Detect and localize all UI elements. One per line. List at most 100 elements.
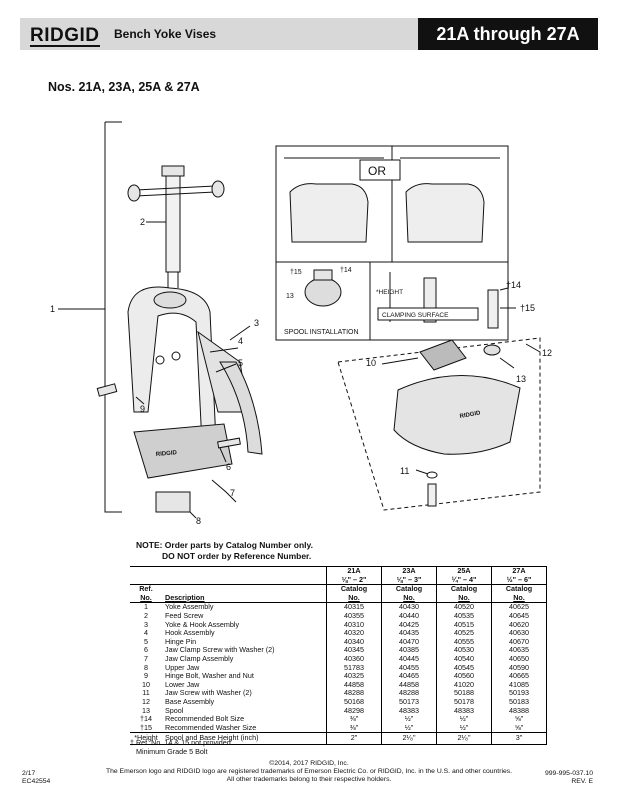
catalog-number: 40340 <box>326 637 382 647</box>
catalog-number: ⅝" <box>491 714 547 724</box>
catalog-number: 48298 <box>326 706 382 716</box>
part-description: Yoke & Hook Assembly <box>165 619 240 629</box>
note-line-1: NOTE: Order parts by Catalog Number only… <box>136 540 313 550</box>
description-header: Description <box>162 584 327 604</box>
footer-legal: ©2014, 2017 RIDGID, Inc. The Emerson log… <box>0 760 618 784</box>
upper-jaw <box>133 423 233 479</box>
footer-part-number: 999-995-037.10 <box>545 770 593 777</box>
hinge-bolt-block <box>155 491 191 513</box>
feed-screw <box>165 171 181 273</box>
part-description: Jaw Screw with Washer (2) <box>165 688 252 698</box>
footnote-line-2: Minimum Grade 5 Bolt <box>136 746 208 756</box>
ref-number: 10 <box>142 679 150 689</box>
catalog-number: 40545 <box>436 663 492 673</box>
catalog-number: 50168 <box>326 697 382 707</box>
catalog-number: 50173 <box>381 697 437 707</box>
note-line-2: DO NOT order by Reference Number. <box>162 551 312 561</box>
product-title: Bench Yoke Vises <box>114 27 217 41</box>
catalog-number: 40555 <box>436 637 492 647</box>
catalog-number: 50193 <box>491 689 547 698</box>
catalog-number: 40435 <box>381 629 437 638</box>
ref-no-header: Ref.No. <box>130 584 162 604</box>
leader-11 <box>415 469 429 475</box>
leader-13 <box>499 357 515 369</box>
ref-number: †14 <box>140 714 152 724</box>
catalog-number: 40385 <box>381 646 437 655</box>
footer-right: 999-995-037.10 REV. E <box>545 770 593 786</box>
lower-jaw <box>419 339 467 371</box>
catalog-number: 40630 <box>491 629 547 638</box>
part-description: Hinge Bolt, Washer and Nut <box>165 671 254 681</box>
ref-number: 9 <box>144 671 148 681</box>
ref-number: 12 <box>142 696 150 706</box>
ref-number: 11 <box>142 688 150 698</box>
catalog-number: 48388 <box>491 706 547 716</box>
spool-callout-14: †14 <box>340 267 352 274</box>
catalog-number: 40430 <box>381 603 437 612</box>
height-value: 2¹⁄₈" <box>436 732 492 745</box>
callout-3: 3 <box>254 318 259 328</box>
catalog-number: 40470 <box>381 637 437 647</box>
catalog-number: ½" <box>436 723 492 733</box>
catalog-number: 50183 <box>491 697 547 707</box>
base-detail-outline <box>337 337 541 511</box>
catalog-number: 41085 <box>491 680 547 690</box>
detail-spool-box <box>275 261 509 341</box>
footer-trademark-2: All other trademarks belong to their res… <box>226 776 392 783</box>
part-description: Recommended Bolt Size <box>165 714 245 724</box>
catalog-number: 40540 <box>436 654 492 664</box>
ref-number: 4 <box>144 628 148 638</box>
or-label-box <box>359 159 401 181</box>
catalog-number: 40590 <box>491 663 547 673</box>
catalog-number: 51783 <box>326 663 382 673</box>
callout-10: 10 <box>366 358 376 368</box>
catalog-number: 48383 <box>381 706 437 716</box>
height-value: 3" <box>491 732 547 745</box>
footer-revision: REV. E <box>571 778 593 785</box>
callout-12: 12 <box>542 348 552 358</box>
ref-number: †15 <box>140 722 152 732</box>
callout-15: †15 <box>520 303 535 313</box>
base-brand-text: RIDGID <box>459 410 481 420</box>
callout-13: 13 <box>516 374 526 384</box>
catalog-number: 40455 <box>381 663 437 673</box>
catalog-number: 40310 <box>326 620 382 630</box>
callout-8: 8 <box>196 516 201 526</box>
washer <box>483 344 501 356</box>
catalog-number: 40465 <box>381 672 437 681</box>
callout-6: 6 <box>226 462 231 472</box>
catalog-number: 40625 <box>491 603 547 612</box>
leader-10 <box>381 357 419 365</box>
footnote: † Ref. No. 14 & 15 not provided Minimum … <box>130 738 231 756</box>
catalog-number: 40670 <box>491 637 547 647</box>
leader-8 <box>189 511 197 519</box>
ref-number: *Height <box>130 732 162 745</box>
handle-bar <box>135 185 216 197</box>
handle-knob-left <box>127 184 141 202</box>
bolt <box>487 289 499 329</box>
catalog-number: 44858 <box>326 680 382 690</box>
height-label: *HEIGHT <box>376 289 403 296</box>
catalog-number: 41020 <box>436 680 492 690</box>
spool-installation-label: SPOOL INSTALLATION <box>284 329 359 336</box>
catalog-number: ⅜" <box>326 723 382 733</box>
catalog-number: ⅜" <box>326 714 382 724</box>
ref-number: 1 <box>144 602 148 612</box>
part-description: Base Assembly <box>165 696 215 706</box>
part-description: Spool <box>165 705 184 715</box>
catalog-number: 50178 <box>436 697 492 707</box>
brand-logo-underline <box>30 45 100 47</box>
catalog-number: 40645 <box>491 611 547 621</box>
